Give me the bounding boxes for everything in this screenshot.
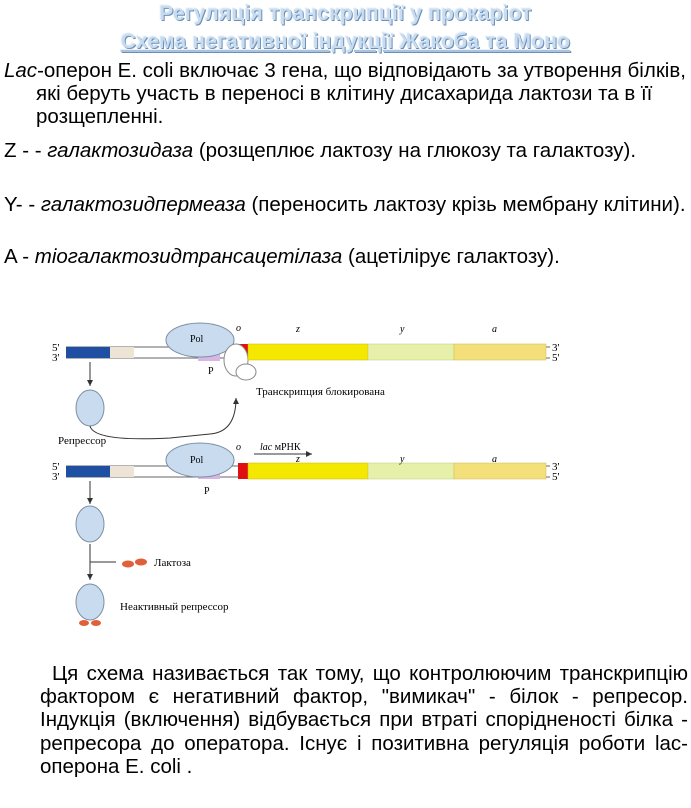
footer-text: Ця схема називається так тому, що контро…: [40, 662, 688, 778]
regulator-gene: [66, 466, 110, 477]
gene-z-name: галактозидаза: [47, 139, 194, 162]
gene-y-label: y: [399, 324, 405, 335]
bound-lactose: [91, 620, 101, 626]
dna-top-5-end: 5': [52, 342, 60, 354]
mrna-label: lac мРНК: [260, 442, 301, 453]
gene-a-desc: (ацетілірує галактозу).: [342, 245, 560, 268]
promoter-label: P: [208, 366, 214, 377]
gene-a-letter: A -: [4, 245, 35, 268]
gene-z-block: [247, 343, 369, 361]
page-subtitle: Схема негативної індукції Жакоба та Моно: [120, 30, 571, 53]
gene-z-label: z: [295, 324, 300, 335]
page-title: Регуляція транскрипції у прокаріот: [159, 2, 532, 25]
dna-bottom-3-end: 3': [52, 471, 60, 483]
gene-a-paragraph: A - тіогалактозидтрансацетілаза (ацетілі…: [4, 245, 688, 268]
repressor-protein: [75, 389, 105, 427]
dna-bottom-5-end: 5': [52, 461, 60, 473]
lactose-molecule: [135, 558, 147, 566]
repressor-label: Репрессор: [58, 435, 107, 447]
gene-z-desc: (розщеплює лактозу на глюкозу та галакто…: [193, 139, 637, 162]
lactose-label: Лактоза: [154, 557, 191, 569]
regulator-gene: [66, 347, 110, 358]
dna-top-3-end: 3': [52, 352, 60, 364]
gene-a-label: a: [492, 454, 497, 465]
dna-top-3-end-right: 3': [552, 342, 560, 354]
gene-y-paragraph: Y- - галактозидпермеаза (переносить лакт…: [4, 193, 688, 216]
intro-paragraph: Lac-оперон E. coli включає 3 гена, що ві…: [4, 59, 688, 128]
gene-a-label: a: [492, 324, 497, 335]
repressor-arrow: [89, 397, 239, 440]
inactive-repressor-label: Неактивный репрессор: [120, 601, 229, 613]
gene-y-letter: Y- -: [4, 193, 41, 216]
operator-label: o: [236, 442, 241, 453]
pol-label: Pol: [190, 334, 204, 345]
spacer-region: [110, 466, 134, 477]
operon-repressed: 5' 3' Pol P o z y a 3' 5' Репрессор Тран…: [52, 322, 560, 447]
dna-bottom-3-end-right: 3': [552, 461, 560, 473]
gene-a-block: [453, 343, 547, 361]
dna-bottom-5-end-right: 5': [552, 471, 560, 483]
repressor-bound: [235, 363, 257, 381]
operator-site: [238, 463, 248, 479]
bound-lactose: [79, 620, 89, 626]
rna-polymerase: [165, 322, 235, 358]
lactose-molecule: [122, 560, 134, 568]
repressor-protein: [75, 505, 105, 543]
gene-z-letter: Z - -: [4, 139, 48, 162]
spacer-region: [110, 347, 134, 358]
gene-a-block: [453, 462, 547, 480]
promoter-label: P: [204, 486, 210, 497]
gene-a-name: тіогалактозидтрансацетілаза: [34, 245, 343, 268]
gene-y-label: y: [399, 454, 405, 465]
gene-z-block: [247, 462, 369, 480]
gene-z-label: z: [295, 454, 300, 465]
pol-label: Pol: [190, 455, 204, 466]
gene-y-name: галактозидпермеаза: [40, 193, 246, 216]
operon-induced: lac мРНК 5' 3' Pol P o z y a 3' 5' Лакто…: [52, 442, 560, 626]
blocked-label: Транскрипция блокирована: [256, 386, 385, 398]
footer-paragraph: Ця схема називається так тому, що контро…: [40, 662, 688, 778]
lac-operon-diagram: 5' 3' Pol P o z y a 3' 5' Репрессор Тран…: [52, 322, 560, 626]
gene-y-desc: (переносить лактозу крізь мембрану кліти…: [245, 193, 686, 216]
operator-label: o: [236, 323, 241, 334]
intro-text: -оперон E. coli включає 3 гена, що відпо…: [36, 59, 686, 128]
gene-y-block: [367, 462, 455, 480]
dna-top-5-end-right: 5': [552, 352, 560, 364]
gene-y-block: [367, 343, 455, 361]
inactive-repressor: [75, 583, 105, 621]
gene-z-paragraph: Z - - галактозидаза (розщеплює лактозу н…: [4, 139, 688, 162]
rna-polymerase: [165, 442, 235, 478]
lac-term: Lac: [4, 59, 38, 82]
